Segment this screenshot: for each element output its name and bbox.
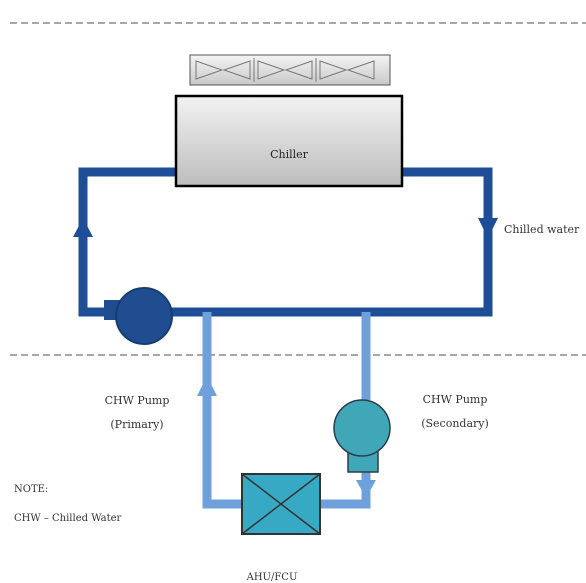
secondary-supply-arrow xyxy=(356,480,376,498)
primary-pump-label-line2: (Primary) xyxy=(110,418,163,431)
secondary-pump xyxy=(333,399,391,473)
chilled-water-label: Chilled water xyxy=(504,223,580,236)
ahu-fcu-unit xyxy=(241,473,321,535)
secondary-pump-label-line2: (Secondary) xyxy=(421,417,489,430)
secondary-pump-label-line1: CHW Pump xyxy=(423,393,488,406)
primary-loop xyxy=(78,167,493,317)
chilled-water-supply-arrow xyxy=(478,218,498,238)
secondary-return-arrow xyxy=(197,376,217,396)
primary-pump-label-line1: CHW Pump xyxy=(105,394,170,407)
chiller-unit xyxy=(174,94,404,188)
chiller-label: Chiller xyxy=(270,148,309,161)
note-text: CHW – Chilled Water xyxy=(14,513,122,524)
chiller-fans xyxy=(189,54,391,86)
ahu-fcu-label: AHU/FCU xyxy=(246,572,298,583)
note-title: NOTE: xyxy=(14,484,48,495)
primary-return-arrow xyxy=(73,218,93,237)
primary-pump xyxy=(104,287,173,345)
